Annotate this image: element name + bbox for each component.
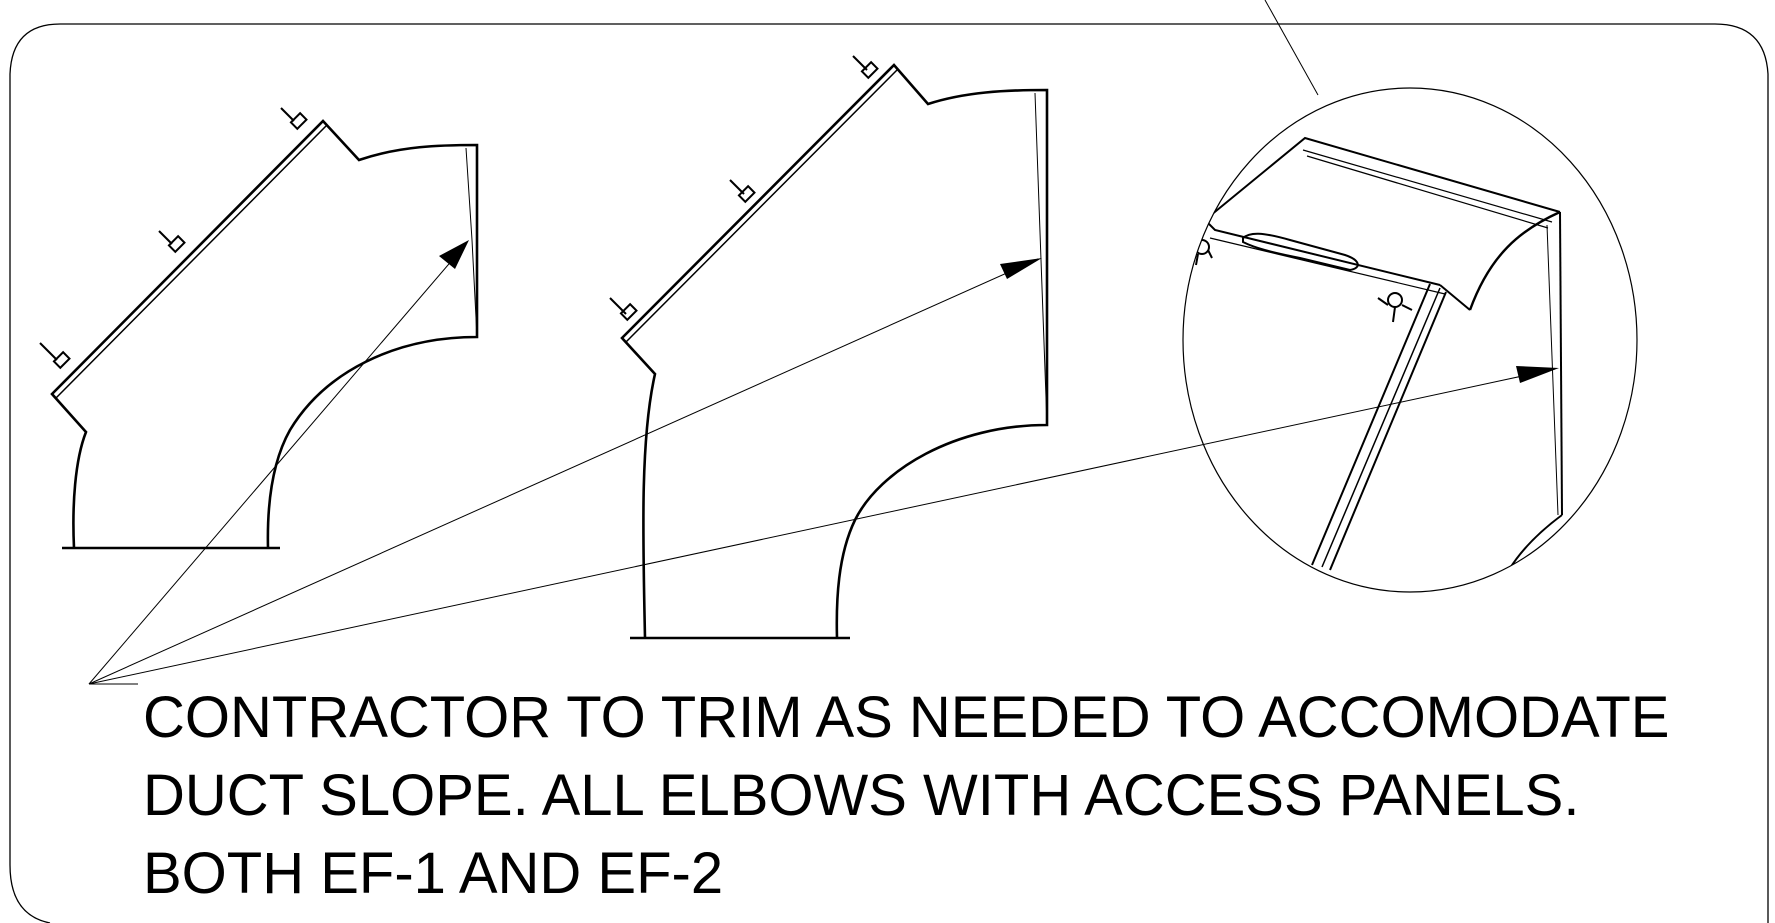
- trim-leader-lines: [88, 240, 1559, 685]
- leader-to-elbow-1: [88, 243, 467, 685]
- elbow-2-wing-nut-mid: [729, 179, 756, 204]
- elbow-2-trim-sliver: [1034, 92, 1048, 426]
- detail-zoomed-elbow: [1194, 136, 1563, 592]
- elbow-2-wing-nut-top: [852, 55, 879, 80]
- elbow-2-wing-nut-bottom: [609, 297, 638, 322]
- elbow-1-trim-sliver: [465, 147, 478, 338]
- detail-callout: [1182, 0, 1638, 593]
- detail-leader-line: [1264, 0, 1319, 96]
- leader-to-detail: [88, 368, 1556, 685]
- elbow-1-wing-nut-bottom: [39, 342, 71, 370]
- arrow-head-elbow-1: [439, 240, 469, 269]
- note-line-3: BOTH EF-1 AND EF-2: [143, 841, 724, 906]
- elbow-1-wing-nut-mid: [158, 230, 186, 254]
- detail-circle: [1182, 87, 1638, 593]
- elbow-2: [609, 55, 1049, 640]
- elbow-1-wing-nut-top: [280, 107, 308, 131]
- elbow-1-outline: [50, 119, 479, 550]
- sheet-border: [9, 23, 1769, 923]
- leader-to-elbow-2: [88, 258, 1039, 685]
- elbow-2-access-panel-edge: [625, 69, 898, 343]
- note-line-1: CONTRACTOR TO TRIM AS NEEDED TO ACCOMODA…: [143, 685, 1670, 750]
- arrow-head-detail: [1516, 366, 1559, 383]
- elbow-1: [39, 107, 479, 550]
- arrow-head-elbow-2: [1000, 258, 1042, 279]
- note-line-2: DUCT SLOPE. ALL ELBOWS WITH ACCESS PANEL…: [143, 763, 1580, 828]
- elbow-1-access-panel-edge: [55, 125, 327, 399]
- elbow-2-outline: [620, 63, 1049, 640]
